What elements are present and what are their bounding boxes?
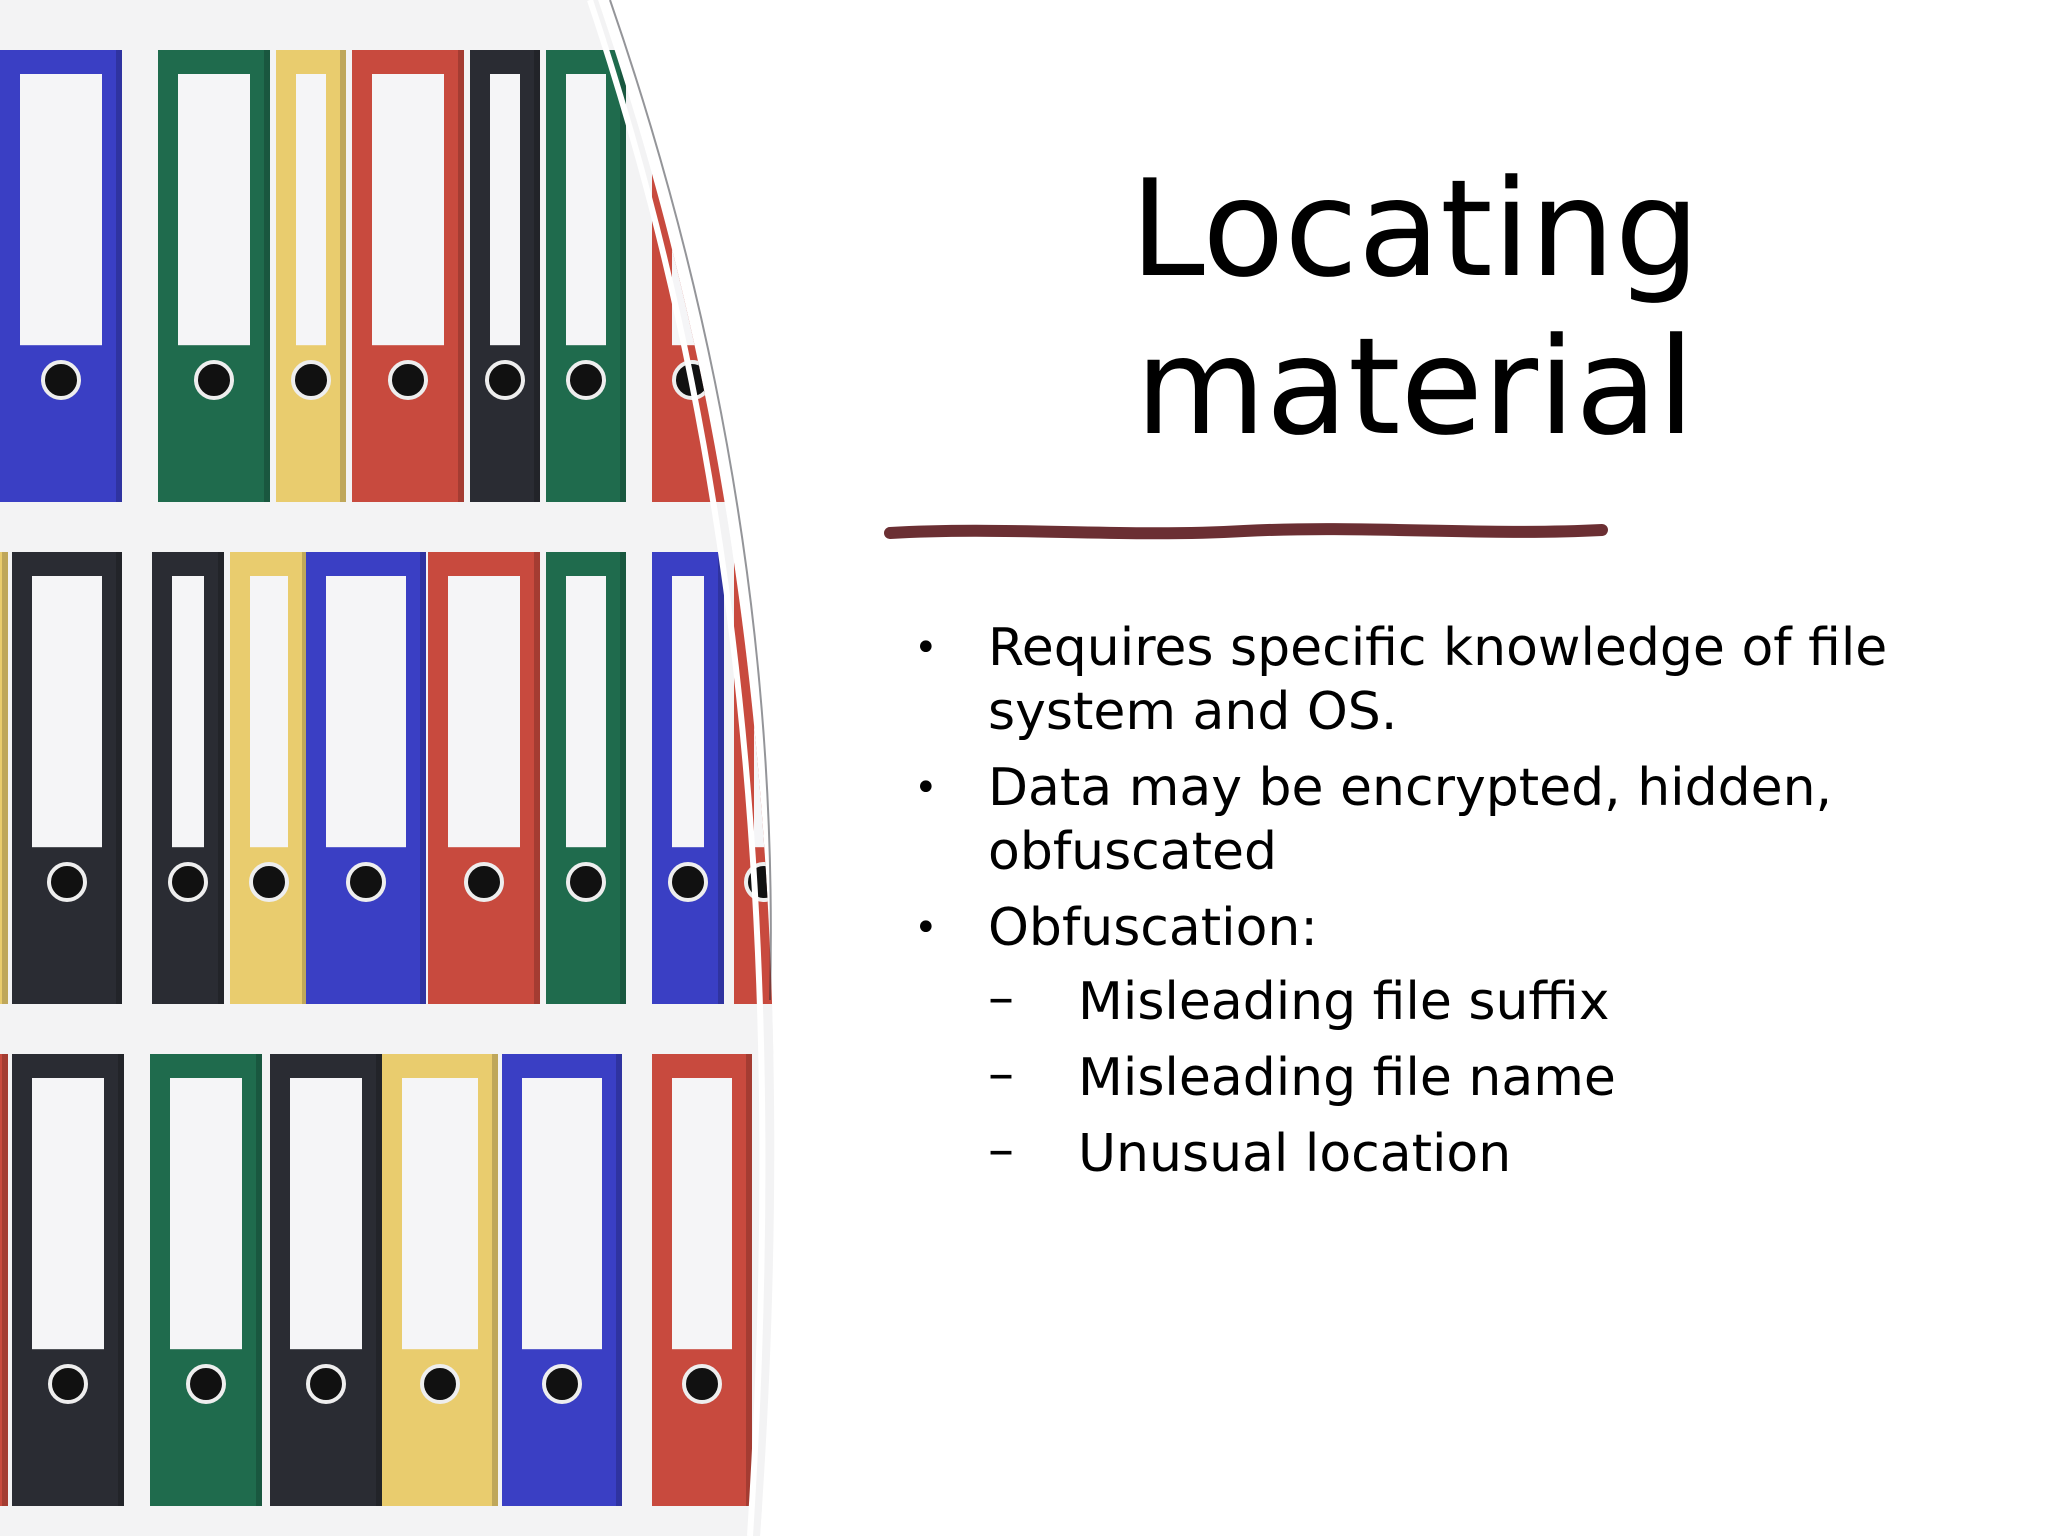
sub-bullet-item: – Misleading file suffix	[988, 968, 2006, 1034]
sub-bullet-marker: –	[988, 968, 1014, 1028]
title-divider	[884, 523, 1608, 540]
bullet-marker: •	[914, 765, 938, 811]
bullet-item: • Requires specific knowledge of file sy…	[906, 616, 2006, 744]
sub-bullet-text: Misleading file name	[1078, 1048, 1616, 1108]
sub-bullet-list: – Misleading file suffix – Misleading fi…	[988, 968, 2006, 1186]
bullet-text: Requires specific knowledge of file syst…	[988, 618, 1888, 742]
bullet-item: • Data may be encrypted, hidden, obfusca…	[906, 756, 2006, 884]
sub-bullet-text: Unusual location	[1078, 1124, 1512, 1184]
bullet-item: • Obfuscation: – Misleading file suffix …	[906, 896, 2006, 1186]
sub-bullet-item: – Unusual location	[988, 1120, 2006, 1186]
sub-bullet-marker: –	[988, 1120, 1014, 1180]
bullet-text: Data may be encrypted, hidden, obfuscate…	[988, 758, 1833, 882]
bullet-text: Obfuscation:	[988, 898, 1318, 958]
slide-title: Locating material	[1130, 151, 1700, 465]
bullet-marker: •	[914, 625, 938, 671]
bullet-marker: •	[914, 905, 938, 951]
sub-bullet-marker: –	[988, 1044, 1014, 1104]
binders-photo	[0, 0, 800, 1536]
sub-bullet-item: – Misleading file name	[988, 1044, 2006, 1110]
sub-bullet-text: Misleading file suffix	[1078, 972, 1610, 1032]
bullet-list: • Requires specific knowledge of file sy…	[906, 616, 2006, 1198]
